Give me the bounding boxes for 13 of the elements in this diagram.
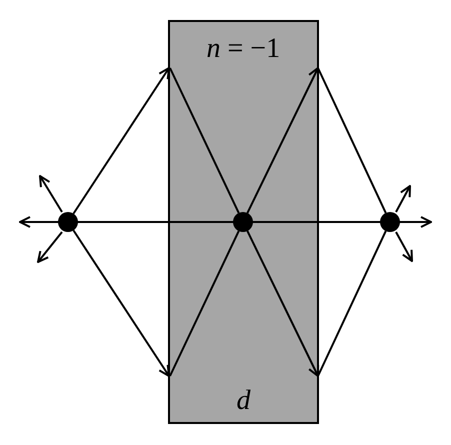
light-ray xyxy=(317,68,387,214)
slab xyxy=(168,20,319,424)
light-ray xyxy=(246,230,320,377)
light-ray xyxy=(169,230,240,376)
point-source-dot xyxy=(380,212,400,232)
refractive-index-label: n = −1 xyxy=(206,34,280,64)
thickness-label: d xyxy=(236,386,250,416)
light-ray xyxy=(246,67,320,214)
light-ray xyxy=(72,67,170,214)
point-source-dot xyxy=(58,212,78,232)
light-ray xyxy=(72,230,170,377)
light-ray xyxy=(317,230,387,376)
light-ray xyxy=(169,68,240,214)
